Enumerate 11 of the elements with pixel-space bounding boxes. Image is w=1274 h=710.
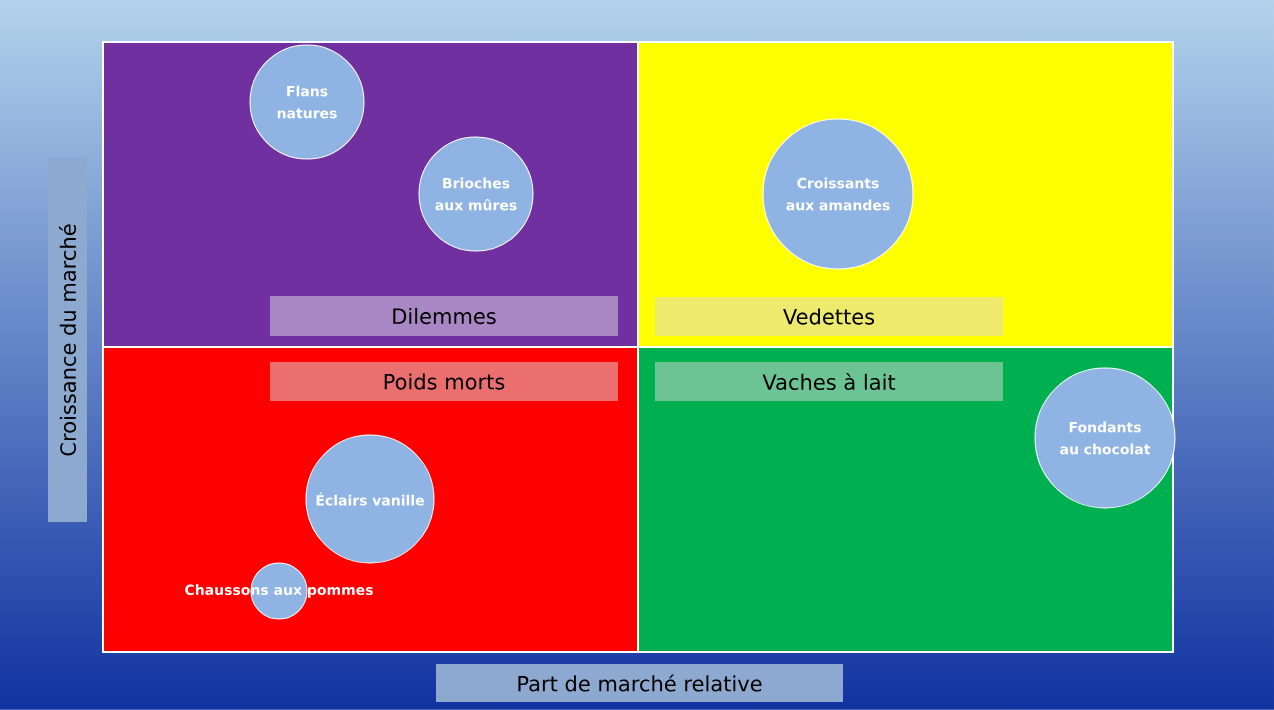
bubble: Éclairs vanille [305,434,435,564]
axis-title: Part de marché relative [436,664,843,702]
quadrant-label: Poids morts [270,362,618,401]
axis-title: Croissance du marché [48,158,87,522]
bubble: Brioches aux mûres [418,136,534,252]
quadrant-label: Dilemmes [270,296,618,336]
quadrant-label: Vaches à lait [655,362,1003,401]
bubble: Croissants aux amandes [762,118,914,270]
bubble: Fondants au chocolat [1034,367,1176,509]
quadrant-label: Vedettes [655,297,1003,336]
bubble: Flans natures [249,44,365,160]
